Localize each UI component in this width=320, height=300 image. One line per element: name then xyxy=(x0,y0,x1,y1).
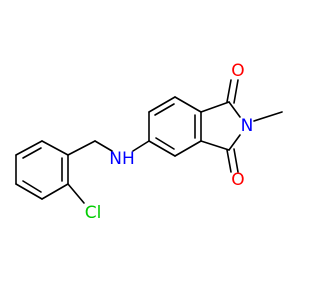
bond-inner xyxy=(22,147,42,159)
bond xyxy=(94,140,113,152)
bond-inner xyxy=(22,180,42,193)
bond-inner xyxy=(154,103,175,116)
amine-nitrogen-label: NH xyxy=(109,149,135,169)
bond xyxy=(67,183,85,204)
chlorine-label: Cl xyxy=(85,203,102,223)
bond xyxy=(67,140,96,156)
carbonyl-oxygen-top-label: O xyxy=(231,61,244,81)
bond xyxy=(228,101,241,118)
bond xyxy=(226,149,232,173)
molecule-structure: NH N O O Cl xyxy=(15,61,283,223)
bond xyxy=(15,140,43,156)
bond-inner xyxy=(155,137,175,150)
bond xyxy=(132,140,150,152)
bond xyxy=(174,96,202,113)
bond xyxy=(233,79,239,104)
bond xyxy=(41,140,69,156)
bond xyxy=(253,111,283,122)
bond-group xyxy=(15,79,283,204)
bond xyxy=(233,148,239,173)
bond xyxy=(41,183,69,200)
bond xyxy=(148,96,176,113)
bond xyxy=(200,101,230,113)
bond xyxy=(200,140,230,151)
bond xyxy=(228,134,241,151)
bond xyxy=(174,140,202,157)
carbonyl-oxygen-bottom-label: O xyxy=(231,170,244,190)
bond xyxy=(148,140,176,157)
bond xyxy=(15,183,43,200)
imide-nitrogen-label: N xyxy=(241,116,254,136)
bond xyxy=(226,79,232,103)
